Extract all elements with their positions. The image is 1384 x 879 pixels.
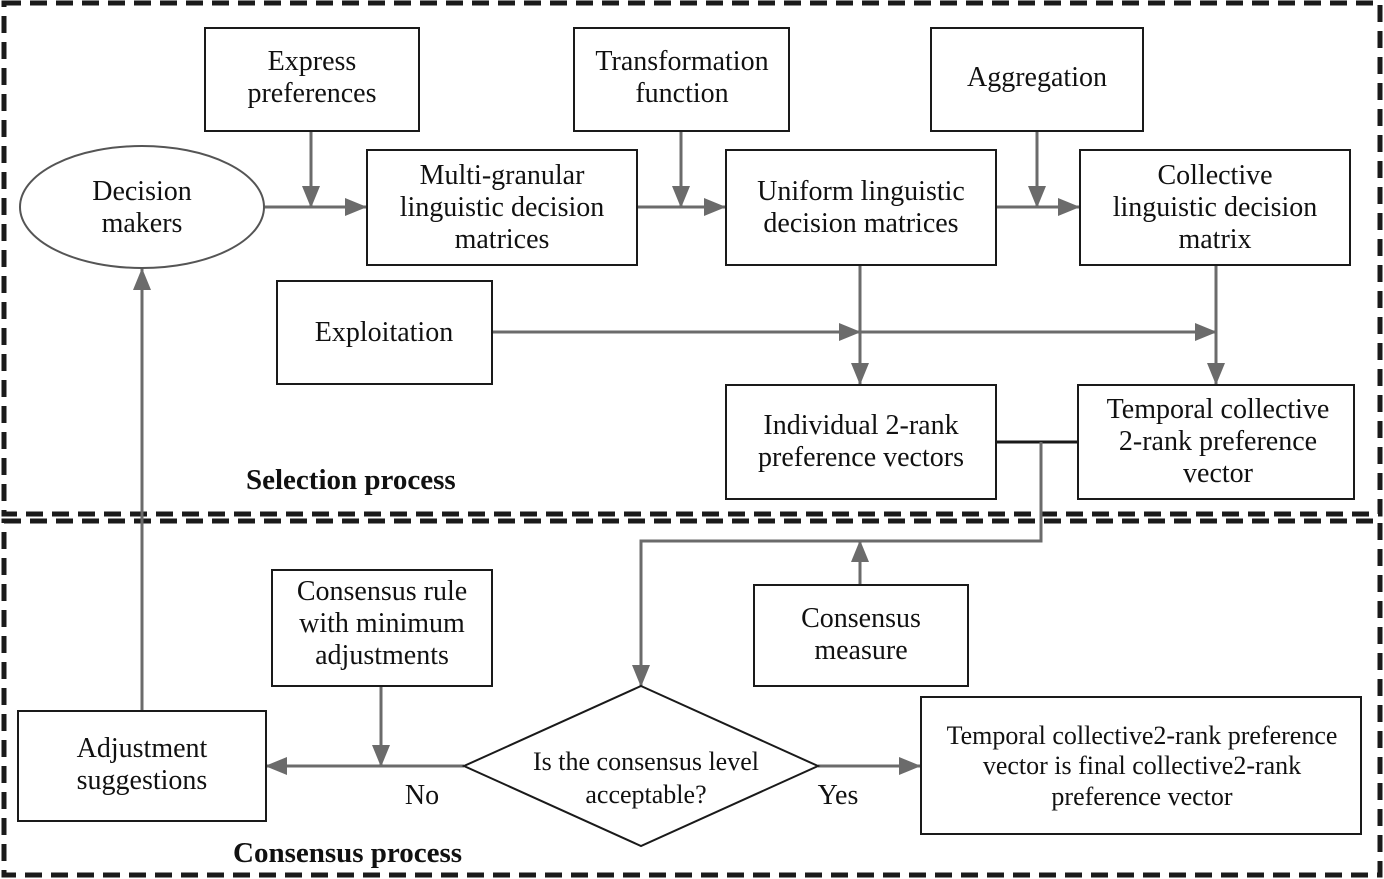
node-collective-line-1: Collective	[1157, 160, 1272, 191]
node-transformation-function-line-2: function	[635, 78, 728, 109]
node-consensus-measure-line-1: Consensus	[801, 603, 921, 634]
node-final-line-1: Temporal collective2-rank preference	[947, 721, 1338, 750]
node-collective-line-3: matrix	[1178, 224, 1251, 255]
node-individual-vectors: Individual 2-rank preference vectors	[725, 384, 997, 500]
node-multi-granular-line-3: matrices	[455, 224, 550, 255]
node-temporal-line-2: 2-rank preference	[1119, 426, 1317, 457]
node-collective-line-2: linguistic decision	[1113, 192, 1318, 223]
selection-process-label: Selection process	[246, 464, 456, 496]
edge-label-yes: Yes	[818, 780, 859, 811]
node-consensus-rule-line-3: adjustments	[315, 640, 449, 671]
node-aggregation: Aggregation	[930, 27, 1144, 132]
node-uniform-matrices: Uniform linguistic decision matrices	[725, 149, 997, 266]
node-temporal-vector: Temporal collective 2-rank preference ve…	[1077, 384, 1355, 500]
node-multi-granular-line-2: linguistic decision	[400, 192, 605, 223]
node-uniform-line-2: decision matrices	[763, 208, 958, 239]
node-adjustment-suggestions: Adjustment suggestions	[17, 710, 267, 822]
node-collective-matrix: Collective linguistic decision matrix	[1079, 149, 1351, 266]
selection-process-region	[1, 0, 1383, 517]
node-transformation-function: Transformation function	[573, 27, 790, 132]
node-decision-line-1: Is the consensus level	[533, 747, 759, 776]
node-final-line-2: vector is final collective2-rank	[983, 751, 1301, 780]
node-consensus-rule-line-1: Consensus rule	[297, 576, 467, 607]
node-individual-line-1: Individual 2-rank	[763, 410, 958, 441]
node-express-preferences-line-1: Express	[268, 46, 357, 77]
node-consensus-measure-line-2: measure	[814, 635, 907, 666]
node-transformation-function-line-1: Transformation	[595, 46, 768, 77]
node-decision-makers-line-1: Decision	[92, 176, 192, 207]
node-consensus-rule: Consensus rule with minimum adjustments	[271, 569, 493, 687]
edge-label-no: No	[405, 780, 439, 811]
node-decision-makers: Decision makers	[19, 145, 265, 269]
node-final-vector: Temporal collective2-rank preference vec…	[920, 696, 1362, 835]
node-exploitation-line-1: Exploitation	[315, 317, 453, 348]
node-decision-makers-line-2: makers	[102, 208, 183, 239]
node-express-preferences-line-2: preferences	[247, 78, 376, 109]
node-decision-line-2: acceptable?	[585, 780, 706, 809]
node-individual-line-2: preference vectors	[758, 442, 964, 473]
consensus-process-label: Consensus process	[233, 837, 462, 869]
node-consensus-decision: Is the consensus level acceptable?	[461, 684, 821, 848]
node-aggregation-line-1: Aggregation	[967, 62, 1107, 93]
node-consensus-rule-line-2: with minimum	[299, 608, 465, 639]
node-exploitation: Exploitation	[276, 280, 493, 385]
node-multi-granular-matrices: Multi-granular linguistic decision matri…	[366, 149, 638, 266]
node-temporal-line-3: vector	[1183, 458, 1254, 489]
node-consensus-measure: Consensus measure	[753, 584, 969, 687]
edge-vectors-to-decision	[632, 442, 1043, 687]
consensus-process-region	[1, 518, 1383, 878]
node-final-line-3: preference vector	[1051, 782, 1232, 811]
node-express-preferences: Express preferences	[204, 27, 420, 132]
node-multi-granular-line-1: Multi-granular	[420, 160, 586, 191]
node-uniform-line-1: Uniform linguistic	[757, 176, 965, 207]
node-adjustment-line-1: Adjustment	[77, 733, 208, 764]
node-adjustment-line-2: suggestions	[77, 765, 208, 796]
node-temporal-line-1: Temporal collective	[1107, 394, 1330, 425]
